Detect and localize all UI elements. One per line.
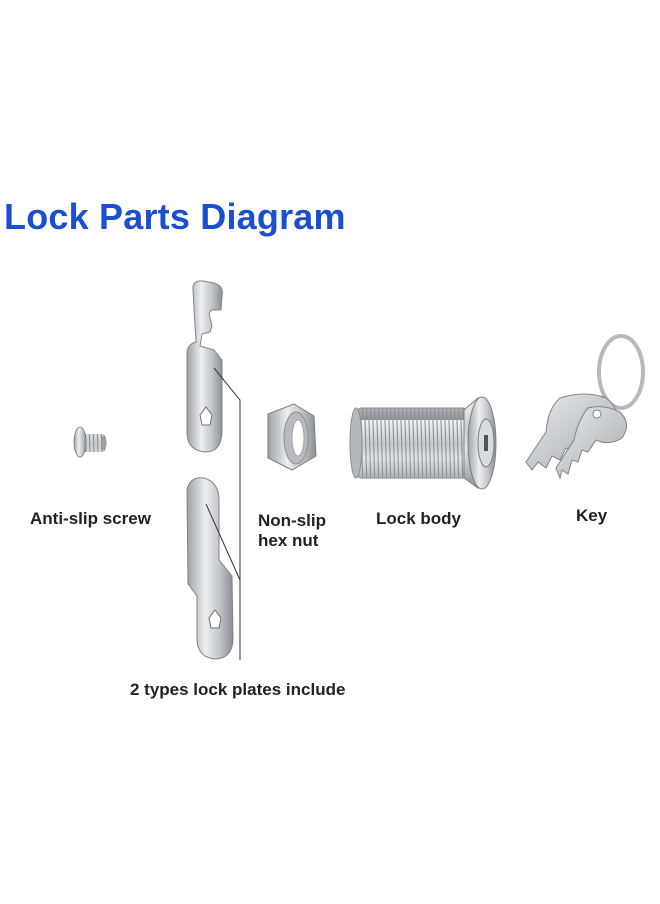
hex-nut-label-line1: Non-slip bbox=[258, 511, 326, 530]
lock-body-icon bbox=[349, 396, 497, 490]
lock-plates-label: 2 types lock plates include bbox=[130, 680, 346, 699]
page-title: Lock Parts Diagram bbox=[4, 196, 346, 237]
lock-plate-icon bbox=[186, 280, 223, 453]
lock-plate-icon bbox=[186, 477, 234, 660]
lock-body-label: Lock body bbox=[376, 509, 462, 528]
hex-nut-label-line2: hex nut bbox=[258, 531, 319, 550]
key-label: Key bbox=[576, 506, 608, 525]
screw-icon bbox=[73, 426, 107, 458]
hex-nut-icon bbox=[267, 403, 317, 471]
key-icon bbox=[525, 334, 645, 480]
screw-label: Anti-slip screw bbox=[30, 509, 151, 528]
